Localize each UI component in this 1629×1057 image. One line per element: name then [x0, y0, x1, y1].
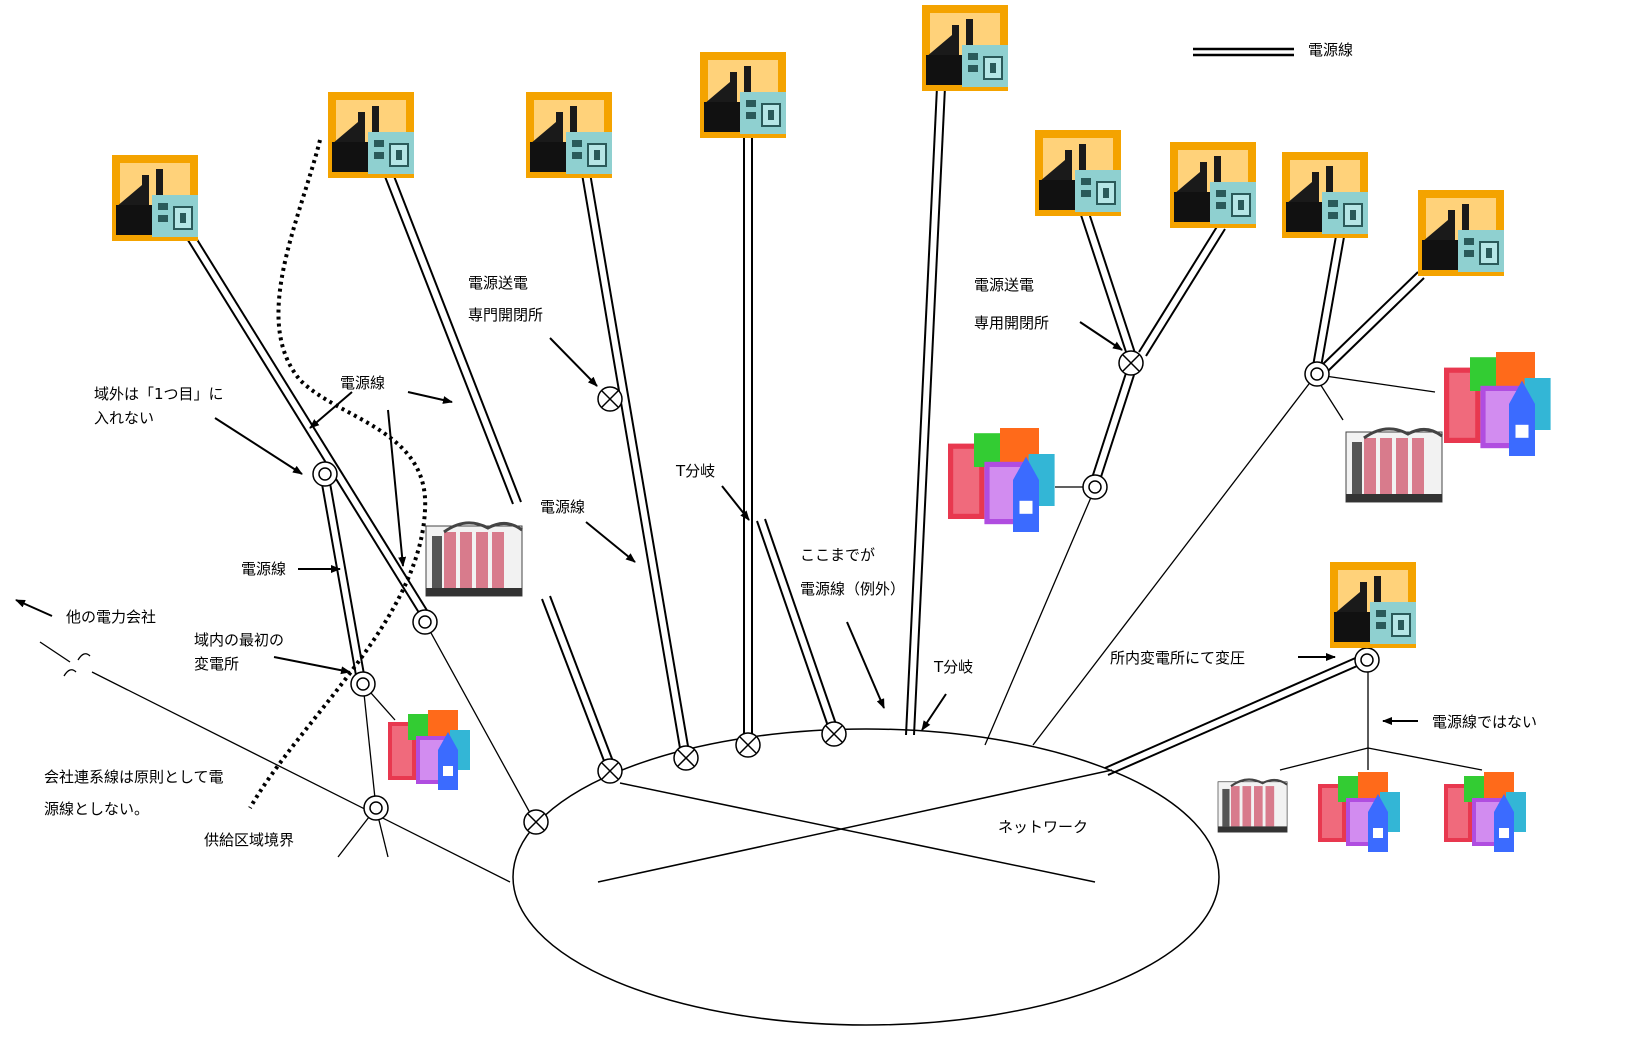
power-plant-icon [699, 51, 787, 139]
label-dedicated-switch-left-1: 電源送電 [468, 274, 528, 292]
label-power-line-a: 電源線 [340, 374, 385, 392]
label-dedicated-switch-right-2: 専用開閉所 [974, 314, 1049, 332]
factories [424, 427, 1444, 834]
city-buildings-icon [1318, 772, 1400, 852]
switch-station-icon [597, 386, 623, 412]
switch-station-icon [735, 732, 761, 758]
power-plant-icon [1034, 129, 1122, 217]
substation-icon [1304, 361, 1330, 387]
network: ネットワーク [512, 728, 1220, 1026]
label-not-power-line: 電源線ではない [1432, 713, 1537, 731]
label-outside-area-2: 入れない [94, 409, 154, 427]
label-interconnection-1: 会社連系線は原則として電 [44, 768, 224, 786]
city-buildings-icon [1444, 772, 1526, 852]
switch-station-icon [1118, 350, 1144, 376]
label-first-substation-1: 域内の最初の [194, 631, 284, 649]
label-other-company: 他の電力会社 [66, 608, 156, 626]
substation-icon [412, 609, 438, 635]
city-buildings-icon [1444, 352, 1551, 456]
label-t-branch-2: T分岐 [933, 658, 973, 676]
substation-icon [1354, 647, 1380, 673]
power-plant-icon [1329, 561, 1417, 649]
switch-station-icon [673, 745, 699, 771]
power-lines [185, 86, 1425, 776]
switch-station-icon [597, 758, 623, 784]
label-outside-area-1: 域外は「1つ目」に [94, 385, 224, 403]
power-plant-icon [327, 91, 415, 179]
label-interconnection-2: 源線としない。 [44, 800, 149, 818]
substations [312, 361, 1380, 821]
power-plant-icon [921, 4, 1009, 92]
switch-stations [523, 350, 1144, 835]
factory-icon [1344, 427, 1444, 504]
label-first-substation-2: 変電所 [194, 655, 239, 673]
label-up-to-here-2: 電源線（例外） [800, 580, 905, 598]
substation-icon [312, 461, 338, 487]
power-plant-icon [525, 91, 613, 179]
label-t-branch-1: T分岐 [675, 462, 715, 480]
label-power-line-c: 電源線 [241, 560, 286, 578]
label-power-line-b: 電源線 [540, 498, 585, 516]
legend-label: 電源線 [1308, 41, 1353, 59]
power-plant-icon [111, 154, 199, 242]
switch-station-icon [523, 809, 549, 835]
substation-icon [1082, 474, 1108, 500]
factory-icon [424, 521, 524, 598]
labels: 電源送電 専門開閉所 電源送電 専用開閉所 域外は「1つ目」に 入れない 電源線… [44, 274, 1537, 849]
label-up-to-here-1: ここまでが [800, 546, 875, 564]
city-buildings-icon [388, 710, 470, 790]
label-dedicated-switch-left-2: 専門開閉所 [468, 306, 543, 324]
city-buildings-icon [948, 428, 1055, 532]
label-dedicated-switch-right-1: 電源送電 [974, 276, 1034, 294]
power-plant-icon [1169, 141, 1257, 229]
label-supply-boundary: 供給区域境界 [204, 831, 294, 849]
arrows [15, 321, 1418, 731]
label-in-plant-substation: 所内変電所にて変圧 [1110, 649, 1245, 667]
thin-lines [39, 375, 1483, 883]
network-label: ネットワーク [998, 818, 1088, 836]
supply-boundary [248, 139, 428, 809]
substation-icon [350, 671, 376, 697]
legend: 電源線 [1193, 41, 1353, 59]
substation-icon [363, 795, 389, 821]
power-plant-icon [1417, 189, 1505, 277]
factory-icon [1216, 778, 1289, 834]
switch-station-icon [821, 721, 847, 747]
power-plant-icon [1281, 151, 1369, 239]
